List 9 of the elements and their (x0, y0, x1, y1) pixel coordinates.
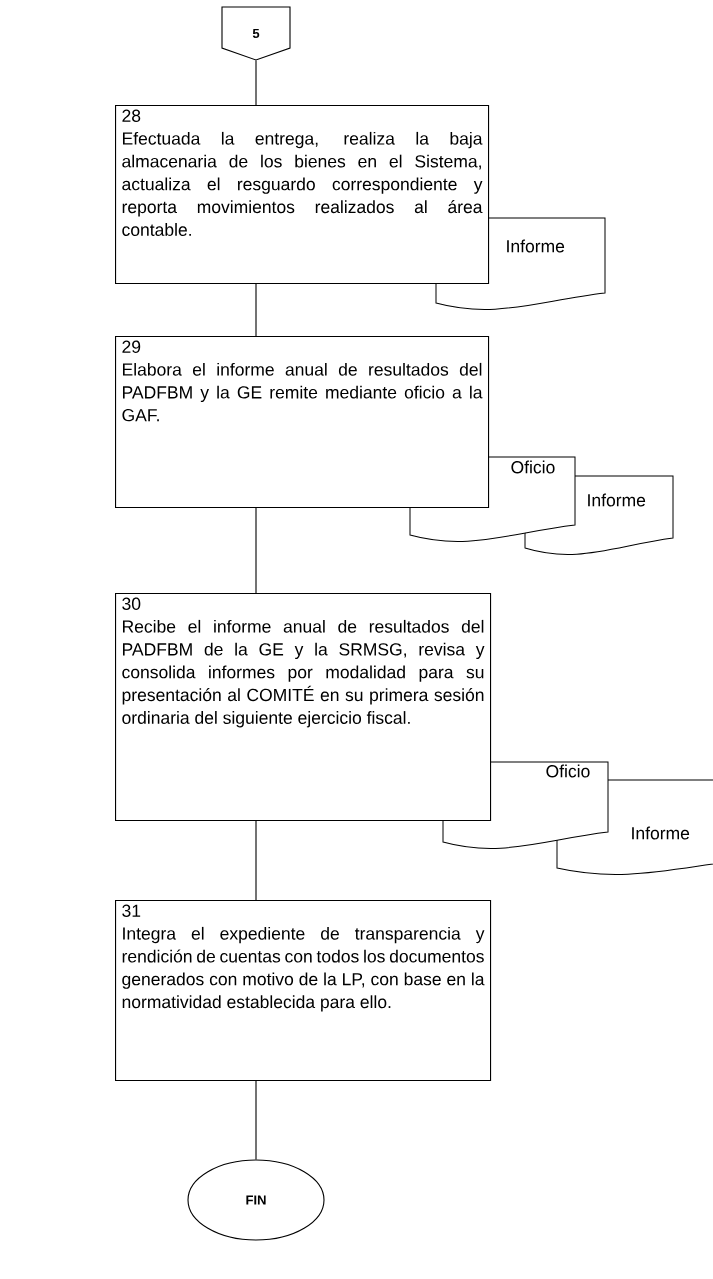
connector-line (255, 507, 257, 594)
connector-line (255, 60, 257, 106)
process-box: 28 Efectuada la entrega, realiza la baja almacenaria de los bienes en el Sistema, actualiza el resguardo correspondiente y reporta movimientos realizados al área contable. (115, 105, 490, 285)
process-box: 29 Elabora el informe anual de resultados del PADFBM y la GE remite mediante oficio a la GAF. (115, 336, 490, 509)
connector-line (255, 283, 257, 337)
connector-line (255, 1080, 257, 1160)
process-box: 30 Recibe el informe anual de resultados del PADFBM de la GE y la SRMSG, revisa y consolida informes por modalidad para su presentación al COMITÉ en su primera sesión ordinaria del siguiente ejercicio fiscal. (115, 593, 492, 822)
connector-line (255, 820, 257, 901)
process-box: 31 Integra el expediente de transparencia y rendición de cuentas con todos los documentos generados con motivo de la LP, con base en la normatividad establecida para ello. (115, 900, 492, 1082)
